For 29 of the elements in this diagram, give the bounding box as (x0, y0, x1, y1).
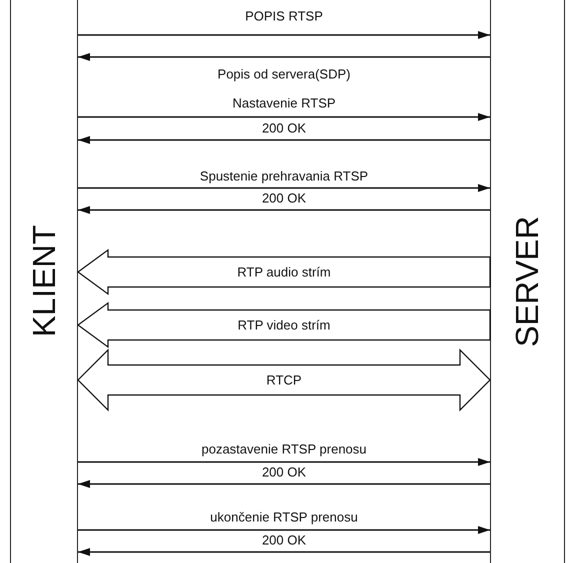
message-label: 200 OK (260, 190, 308, 206)
message-arrow (78, 31, 490, 39)
message-label: Popis od servera(SDP) (216, 66, 352, 82)
message-label: RTP audio strím (236, 264, 332, 280)
message-arrow (78, 113, 490, 121)
message-arrow (78, 458, 490, 466)
message-arrow (78, 206, 490, 214)
participant-label: SERVER (509, 216, 546, 347)
message-label: 200 OK (260, 532, 308, 548)
block-arrow (76, 302, 491, 348)
message-label: ukončenie RTSP prenosu (208, 510, 360, 524)
lifeline-box (490, 0, 565, 563)
lifeline-box (10, 0, 78, 563)
message-arrow (78, 480, 490, 488)
message-label: pozastavenie RTSP prenosu (200, 442, 368, 456)
message-arrow (78, 548, 490, 556)
message-arrow (78, 136, 490, 144)
message-label: RTCP (265, 372, 303, 388)
message-label: 200 OK (260, 120, 308, 136)
message-label: 200 OK (260, 464, 308, 480)
message-arrow (78, 53, 490, 61)
message-arrow (78, 184, 490, 192)
block-arrow (76, 248, 491, 296)
message-label: RTP video strím (236, 318, 332, 332)
block-arrow (77, 348, 491, 412)
message-label: POPIS RTSP (243, 8, 325, 24)
message-label: Spustenie prehravania RTSP (198, 168, 370, 184)
message-arrow (78, 526, 490, 534)
participant-label: KLIENT (26, 225, 62, 338)
